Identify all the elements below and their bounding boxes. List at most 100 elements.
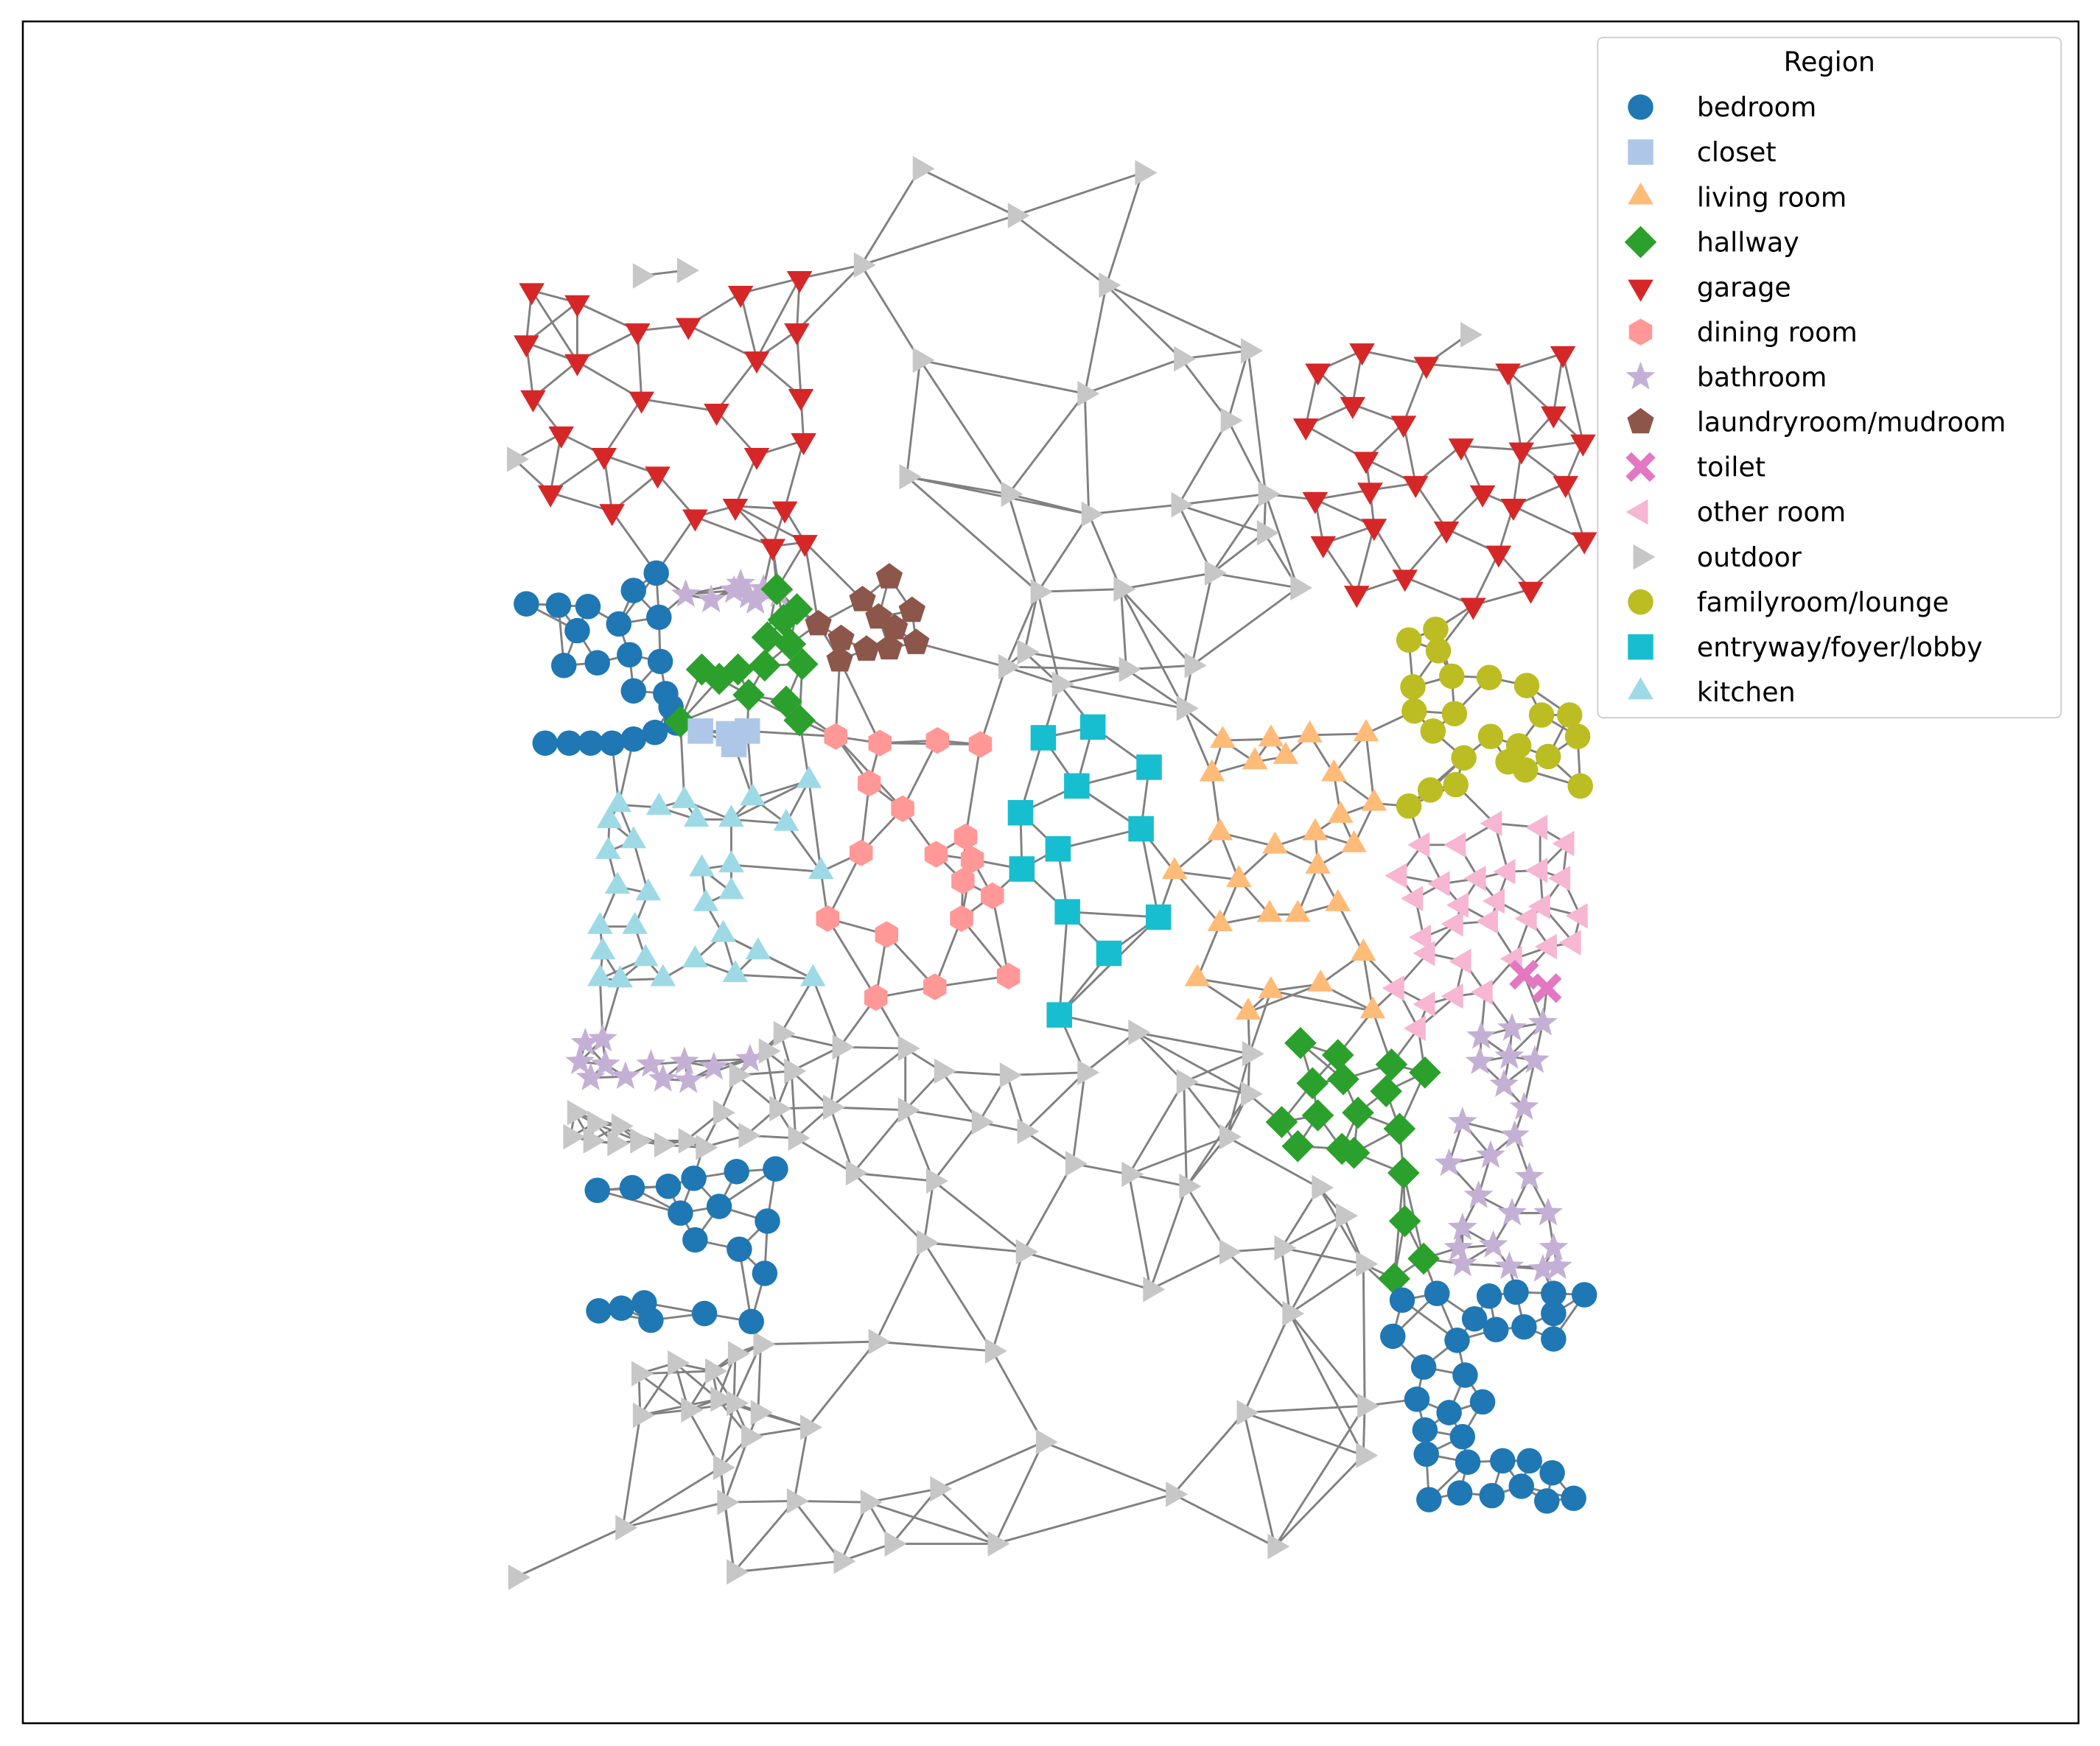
node-bathroom xyxy=(570,1027,601,1056)
graph-edge xyxy=(811,978,841,1048)
node-outdoor xyxy=(1015,1239,1038,1265)
node-living-room xyxy=(1297,720,1323,743)
node-bedroom xyxy=(514,591,539,617)
node-dining-room xyxy=(925,726,950,754)
legend-item-living-room: living room xyxy=(1628,181,1847,213)
node-other-room xyxy=(1534,933,1557,960)
graph-edge xyxy=(1014,214,1107,287)
graph-edge xyxy=(694,516,774,547)
node-bathroom xyxy=(1533,1197,1563,1226)
node-garage xyxy=(722,499,749,522)
legend-label: entryway/foyer/lobby xyxy=(1697,631,1983,663)
node-living-room xyxy=(1207,909,1233,932)
graph-edge xyxy=(1084,357,1182,395)
node-outdoor xyxy=(987,1531,1010,1557)
graph-edge xyxy=(640,1398,718,1417)
graph-edge xyxy=(829,1047,841,1108)
node-outdoor xyxy=(753,1331,776,1358)
node-outdoor xyxy=(912,347,935,374)
graph-edge xyxy=(1059,683,1185,709)
node-living-room xyxy=(1320,759,1347,782)
legend-label: familyroom/lounge xyxy=(1697,586,1949,618)
node-outdoor xyxy=(668,1350,690,1376)
legend-item-bedroom: bedroom xyxy=(1628,91,1816,123)
node-outdoor xyxy=(1121,1161,1144,1188)
graph-edge xyxy=(1226,1135,1320,1189)
node-hallway xyxy=(1284,1027,1317,1059)
node-familyroom xyxy=(1513,673,1540,698)
graph-edge xyxy=(1007,393,1086,495)
node-bathroom xyxy=(1497,1012,1527,1041)
legend-item-dining-room: dining room xyxy=(1628,316,1858,348)
node-laundry xyxy=(881,614,909,639)
node-outdoor xyxy=(729,1062,752,1088)
graph-edge xyxy=(923,1180,935,1243)
node-other-room xyxy=(1413,991,1435,1017)
node-outdoor xyxy=(1236,1400,1259,1426)
node-familyroom xyxy=(1396,627,1422,653)
graph-edge xyxy=(979,666,1007,745)
node-closet xyxy=(721,732,747,757)
node-garage xyxy=(1305,363,1331,386)
node-outdoor xyxy=(696,1135,718,1160)
node-bathroom xyxy=(741,586,771,614)
node-living-room xyxy=(1258,975,1284,998)
node-dining-room xyxy=(924,841,948,868)
graph-edge xyxy=(1225,1053,1251,1137)
node-garage xyxy=(675,318,701,340)
node-garage xyxy=(519,283,545,306)
graph-edge xyxy=(991,1251,1025,1352)
node-outdoor xyxy=(710,1386,733,1412)
node-garage xyxy=(1343,586,1370,609)
graph-edge xyxy=(1211,572,1298,589)
node-bedroom xyxy=(564,617,590,644)
graph-edge xyxy=(904,1109,935,1182)
legend-item-toilet: toilet xyxy=(1625,452,1765,483)
node-bedroom xyxy=(619,1174,645,1201)
node-bedroom xyxy=(1455,1449,1481,1475)
graph-edge xyxy=(1191,586,1299,667)
legend-marker-square-icon xyxy=(1628,634,1653,660)
node-garage xyxy=(1361,519,1387,541)
node-familyroom xyxy=(1535,743,1561,770)
graph-edge xyxy=(934,918,963,988)
graph-edge xyxy=(1309,732,1366,737)
graph-edge xyxy=(1197,978,1272,992)
node-bedroom xyxy=(668,1200,693,1226)
node-dining-room xyxy=(875,921,899,948)
node-outdoor xyxy=(860,1489,883,1515)
node-garage xyxy=(624,323,651,346)
graph-edge xyxy=(1037,591,1061,685)
node-bedroom xyxy=(643,560,669,586)
graph-edge xyxy=(915,641,1007,668)
node-outdoor xyxy=(1356,1442,1379,1468)
node-garage xyxy=(1349,343,1375,366)
legend-label: closet xyxy=(1697,136,1777,168)
node-garage xyxy=(1571,532,1597,555)
node-bedroom xyxy=(620,678,647,704)
graph-edge xyxy=(1280,1247,1291,1314)
graph-edge xyxy=(1120,589,1186,709)
node-bedroom xyxy=(655,1174,682,1199)
node-bathroom xyxy=(1514,1161,1544,1190)
node-outdoor xyxy=(611,1113,634,1139)
graph-edge xyxy=(1105,172,1144,286)
node-bedroom xyxy=(1380,1323,1406,1350)
node-garage xyxy=(760,539,786,561)
node-dining-room xyxy=(981,882,1004,910)
node-garage xyxy=(771,501,798,524)
node-kitchen xyxy=(808,857,834,880)
graph-edge xyxy=(601,979,621,1039)
graph-edge xyxy=(1149,1251,1228,1291)
node-outdoor xyxy=(1336,1202,1359,1229)
legend-item-garage: garage xyxy=(1628,271,1791,303)
node-hallway xyxy=(774,628,807,661)
graph-edge xyxy=(622,1501,725,1529)
node-outdoor xyxy=(800,1414,823,1440)
node-outdoor xyxy=(1007,203,1030,228)
graph-edge xyxy=(932,1121,980,1182)
node-bathroom xyxy=(575,1062,606,1090)
graph-edge xyxy=(920,359,1085,395)
node-garage xyxy=(564,295,590,318)
